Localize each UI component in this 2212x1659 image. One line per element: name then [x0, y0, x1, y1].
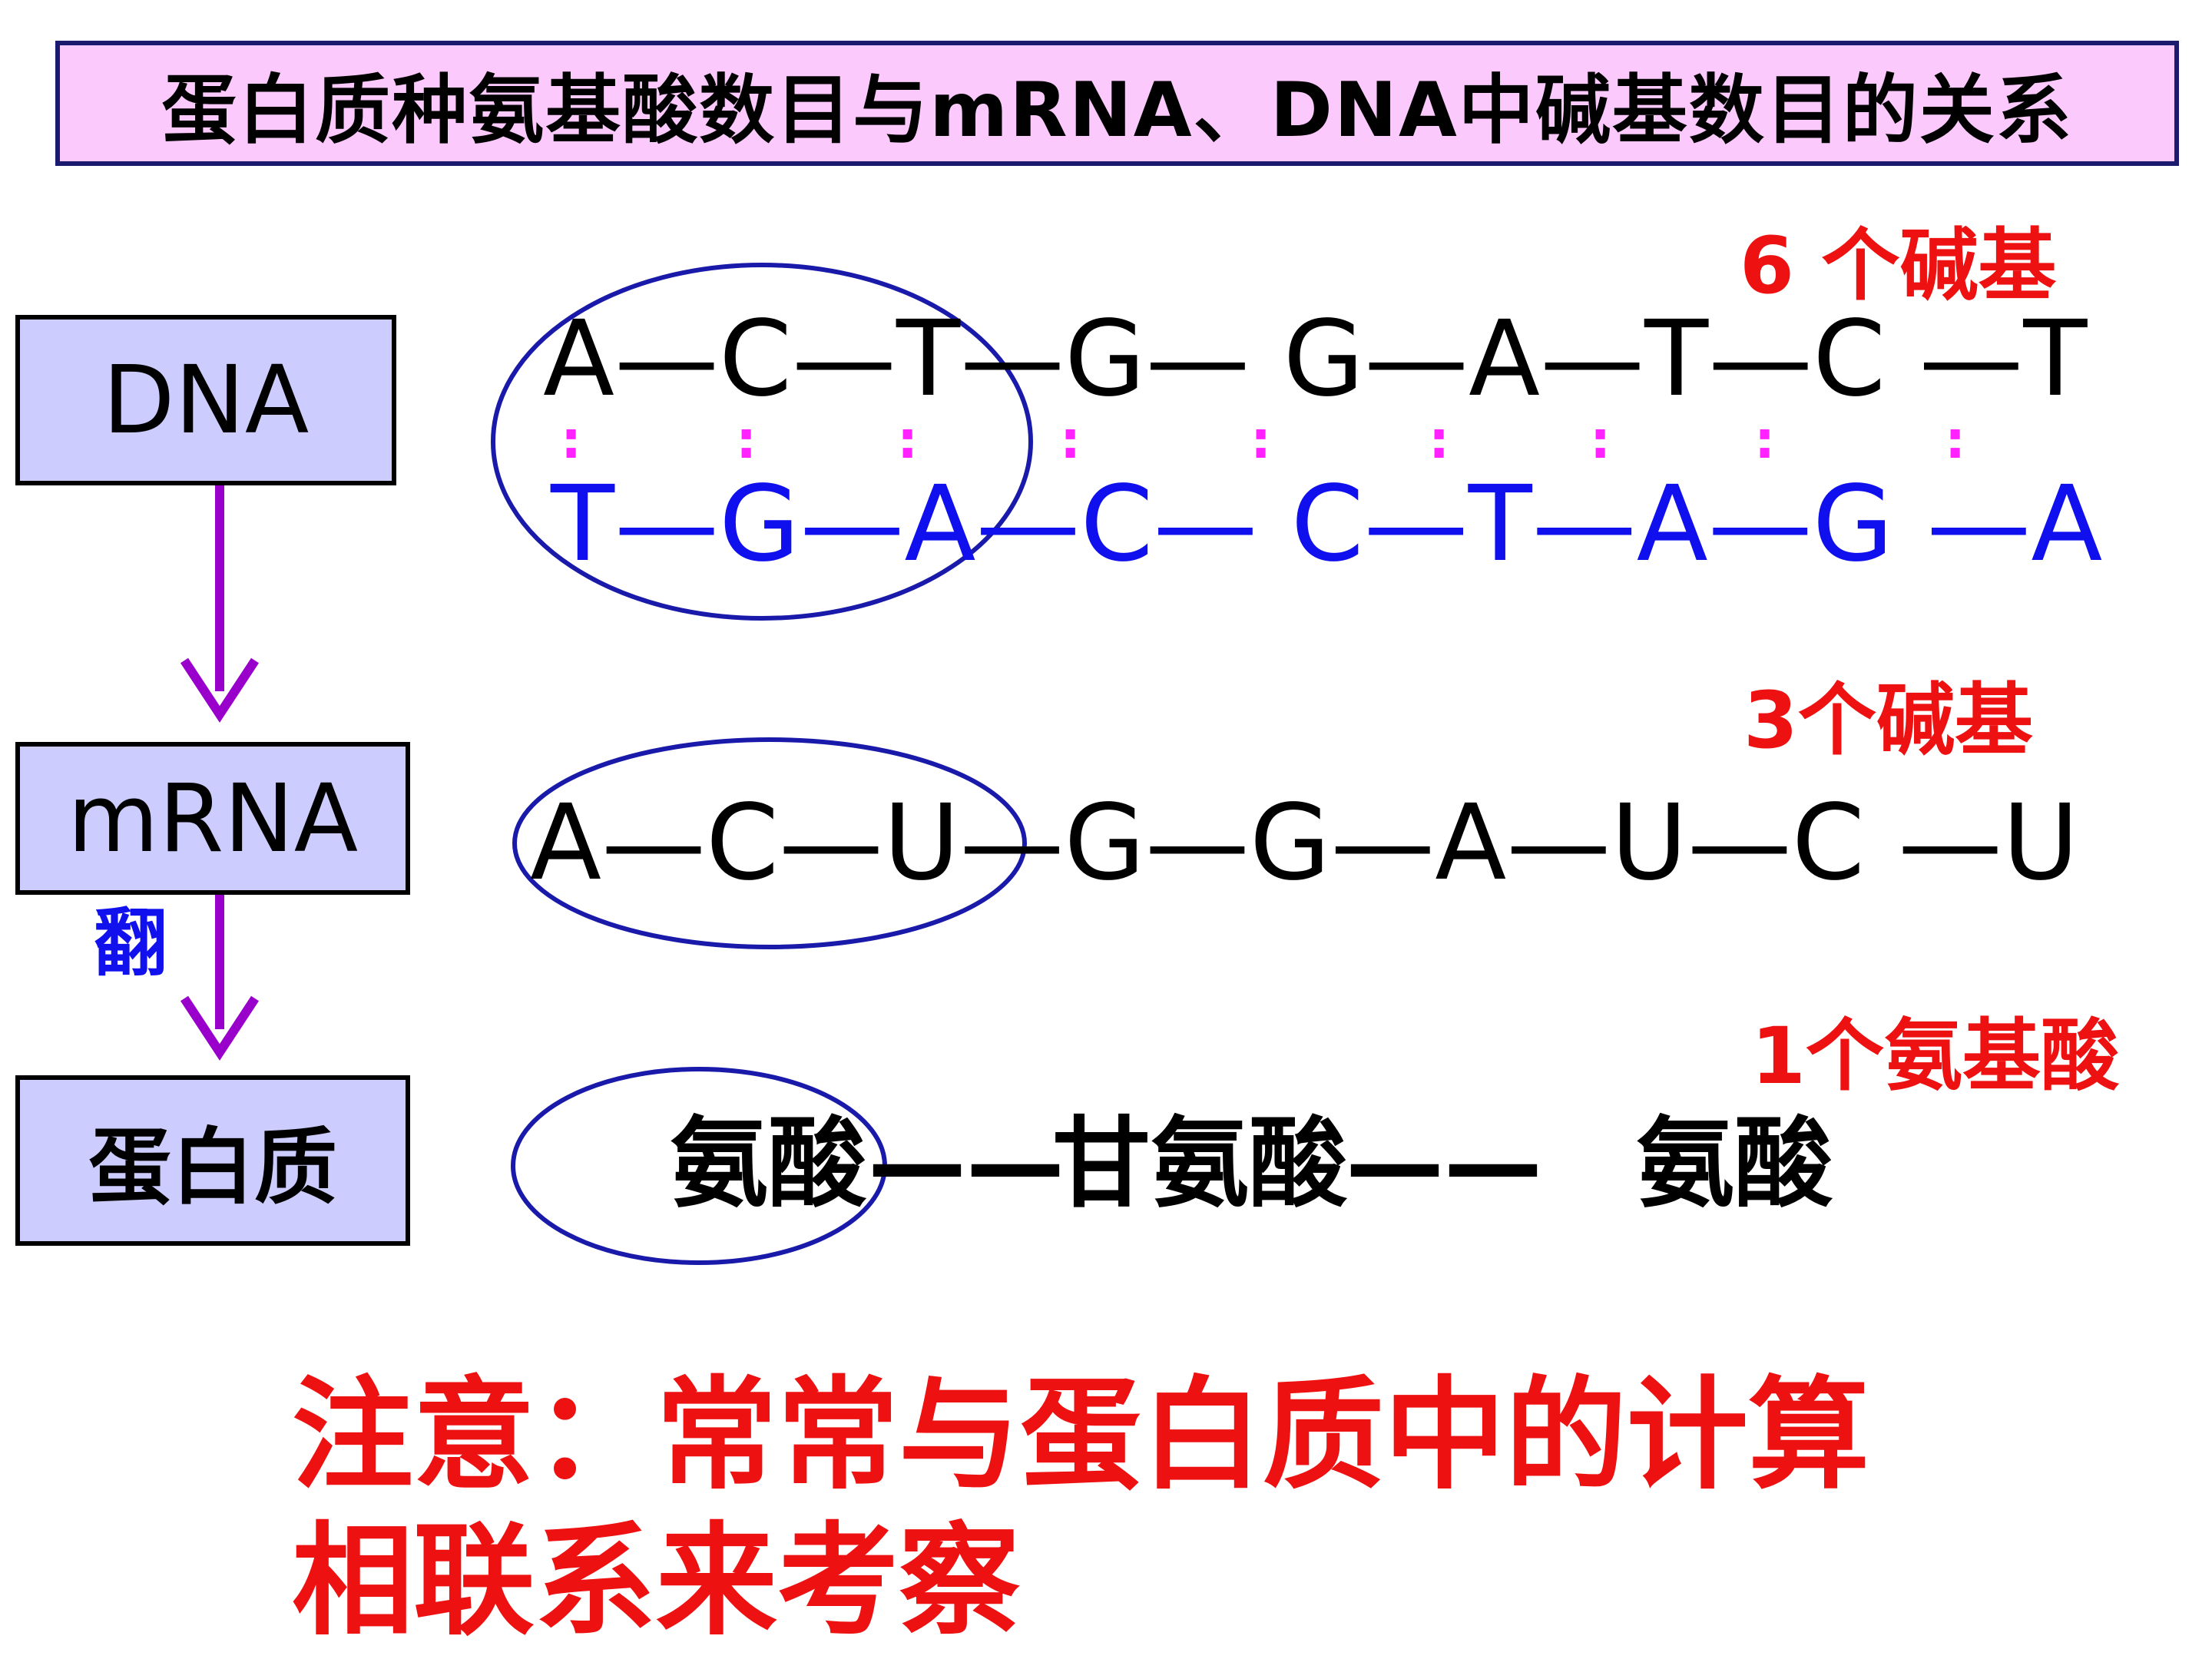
dna-top-strand: A—C—T—G— G—A—T—C —T — [543, 299, 2088, 420]
peptide-bond-1: —— — [868, 1107, 1065, 1221]
translation-arrow — [180, 895, 260, 1061]
note-line-1: 注意：常常与蛋白质中的计算 — [292, 1365, 1869, 1506]
protein-label-box: 蛋白质 — [15, 1075, 410, 1246]
note-line-2: 相联系来考察 — [292, 1511, 1020, 1652]
mrna-label: mRNA — [67, 763, 359, 873]
protein-amino-count: 1个氨基酸 — [1751, 1011, 2119, 1102]
pair-dot: : — [1250, 410, 1272, 471]
dna-base-count: 6 个碱基 — [1740, 220, 2057, 312]
amino-acid-3: 氨酸 — [1636, 1107, 1833, 1221]
title-banner: 蛋白质种氨基酸数目与mRNA、DNA中碱基数目的关系 — [55, 41, 2179, 166]
amino-acid-ellipse — [511, 1067, 887, 1265]
transcription-arrow — [180, 485, 260, 723]
protein-label: 蛋白质 — [88, 1119, 337, 1216]
dna-codon-ellipse — [491, 263, 1033, 621]
amino-acid-glycine: 甘氨酸 — [1052, 1107, 1348, 1221]
amino-acid-1: 氨酸 — [670, 1107, 867, 1221]
dna-label-box: DNA — [15, 315, 396, 485]
mrna-codon-ellipse — [512, 737, 1027, 949]
pair-dot: : — [561, 410, 582, 471]
pair-dot: : — [1429, 410, 1450, 471]
dna-bottom-strand: T—G—A—C— C—T—A—G —A — [551, 464, 2103, 585]
pair-dot: : — [1060, 410, 1081, 471]
slide-title: 蛋白质种氨基酸数目与mRNA、DNA中碱基数目的关系 — [161, 66, 2073, 154]
pair-dot: : — [1590, 410, 1611, 471]
pair-dot: : — [897, 410, 919, 471]
pair-dot: : — [1945, 410, 1966, 471]
mrna-strand: A—C—U—G—G—A—U—C —U — [530, 783, 2079, 904]
pair-dot: : — [736, 410, 757, 471]
mrna-base-count: 3个碱基 — [1743, 675, 2033, 767]
pair-dot: : — [1754, 410, 1776, 471]
peptide-bond-2: —— — [1346, 1107, 1542, 1221]
mrna-label-box: mRNA — [15, 742, 410, 895]
translation-label: 翻 — [94, 900, 167, 986]
dna-label: DNA — [102, 346, 310, 455]
